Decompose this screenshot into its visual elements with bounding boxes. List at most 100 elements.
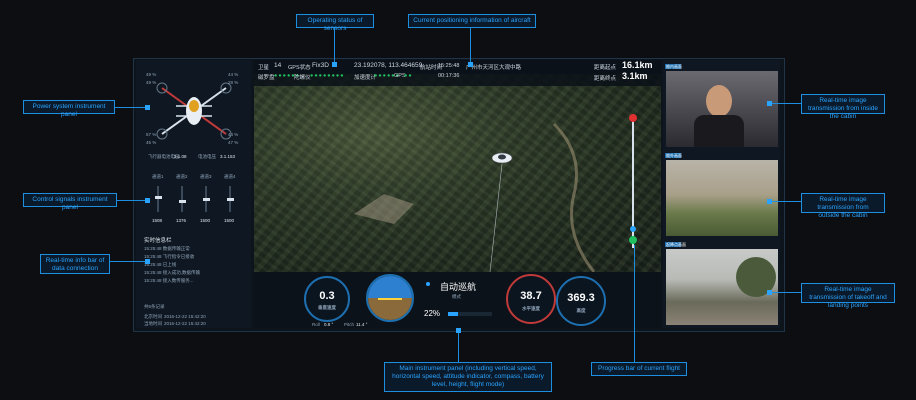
- cam2-header: [665, 153, 681, 158]
- channel-2-label: 通道2: [176, 174, 188, 179]
- distance2-value: 3.1km: [622, 71, 648, 81]
- callout-cam-takeoff: Real-time image transmission of takeoff …: [801, 283, 895, 309]
- sensor-status-dots: ●●●●●●: [274, 73, 300, 79]
- horizontal-speed-label: 水平速度: [522, 306, 540, 311]
- callout-main-panel: Main instrument panel (including vertica…: [384, 362, 552, 392]
- cam3-title: 起降点画面: [666, 242, 686, 247]
- progress-end-marker: [629, 236, 637, 244]
- callout-control: Control signals instrument panel: [23, 193, 117, 211]
- attitude-indicator: [366, 274, 414, 322]
- time2-label: 当地时间: [144, 321, 162, 326]
- channel-1-label: 通道1: [152, 174, 164, 179]
- pitch-value: 11.4 °: [356, 322, 368, 327]
- satellite-label: 卫星: [258, 65, 270, 71]
- battery-percent: 22%: [424, 309, 441, 318]
- battery-bar: [448, 312, 492, 316]
- gps-value: Fix3D: [312, 62, 329, 69]
- horizontal-speed-value: 38.7: [520, 290, 542, 302]
- sensor-compass: 磁罗盘: [258, 75, 275, 81]
- time-value: 15:25:48: [438, 63, 460, 69]
- flight-mode-title: 自动巡航: [440, 282, 477, 292]
- pitch-label: Pitch: [344, 322, 355, 327]
- time2-value: 2016-12-22 15:42:20: [164, 321, 206, 326]
- power-stat1-value: 3.1.08: [174, 154, 187, 159]
- aerial-map-view[interactable]: [254, 74, 661, 272]
- roll-label: Roll: [312, 322, 320, 327]
- channel-3-label: 通道3: [200, 174, 212, 179]
- cam2-title: 舱外画面: [666, 153, 682, 158]
- distance1-label: 距离起点: [594, 65, 617, 71]
- info-message: 15:25:48 数据传输正常: [144, 246, 190, 251]
- sensor-status-dots: ●●●●●●●●: [310, 73, 345, 79]
- drone-diagram-icon: [156, 82, 232, 140]
- info-title: 实时信息栏: [144, 238, 172, 244]
- vertical-speed-gauge: 0.3 垂直速度: [304, 276, 350, 322]
- callout-progress: Progress bar of current flight: [591, 362, 687, 376]
- cam1-header: [665, 64, 681, 69]
- distance2-label: 距离终点: [594, 76, 617, 82]
- time-label: 航站时间: [420, 65, 443, 71]
- vertical-speed-label: 垂直速度: [318, 305, 336, 310]
- distance1-value: 16.1km: [622, 60, 653, 70]
- sensor-status-dots: ●●: [404, 73, 413, 79]
- cam1-title: 舱内画面: [666, 64, 682, 69]
- power-br2: 47 %: [228, 140, 239, 145]
- status-topbar: 卫星 14 GPS状态 Fix3D 23.192078, 113.464659 …: [254, 60, 661, 86]
- channel-3-value: 1500: [200, 218, 211, 223]
- location-text: 广州市天河区大观中路: [466, 65, 522, 71]
- callout-positioning: Current positioning information of aircr…: [408, 14, 536, 28]
- left-panel: 49 % 49 % 44 % 28 % 57 % 45 % 44 % 47 % …: [136, 60, 251, 328]
- power-tl: 49 %: [146, 72, 157, 77]
- pilot-face-image: [706, 85, 732, 117]
- callout-cam-inside: Real-time image transmission from inside…: [801, 94, 885, 120]
- power-tl2: 49 %: [146, 80, 157, 85]
- cabin-inside-feed[interactable]: [666, 71, 778, 147]
- channel-2-slider: [178, 186, 186, 212]
- channel-1-slider: [154, 186, 162, 212]
- roll-value: 0.8 °: [324, 322, 334, 327]
- right-panel: 舱内画面 舱外画面 起降点画面: [663, 60, 780, 328]
- info-panel: 实时信息栏 15:25:48 数据传输正常 15:25:48 飞行指令已接收 1…: [142, 236, 246, 326]
- flight-mode-sub: 模式: [452, 294, 461, 299]
- power-stat2-value: 3.1.153: [220, 154, 236, 159]
- callout-power: Power system instrument panel: [23, 100, 115, 118]
- channel-3-slider: [202, 186, 210, 212]
- channel-2-value: 1376: [176, 218, 187, 223]
- time1-label: 北京时间: [144, 314, 162, 319]
- cabin-outside-feed[interactable]: [666, 160, 778, 236]
- channel-4-slider: [226, 186, 234, 212]
- horizontal-speed-gauge: 38.7 水平速度: [506, 274, 556, 324]
- vertical-speed-value: 0.3: [319, 290, 335, 302]
- info-footer: 共5条记录: [144, 304, 165, 309]
- time2-value: 00:17:36: [438, 73, 460, 79]
- info-message: 15:25:48 已上线: [144, 262, 177, 267]
- power-tr: 44 %: [228, 72, 239, 77]
- control-panel: 通道1 通道2 通道3 通道4 1508 1376 1500 1500: [146, 172, 242, 230]
- info-message: 15:25:48 接入数传服务...: [144, 278, 194, 283]
- takeoff-point-feed[interactable]: [666, 249, 778, 325]
- sensor-gyro: 陀螺仪: [294, 75, 311, 81]
- channel-4-value: 1500: [224, 218, 235, 223]
- info-message: 15:25:48 接入成功,数据传输: [144, 270, 201, 275]
- gps-label: GPS状态: [288, 65, 311, 71]
- callout-info: Real-time info bar of data connection: [40, 254, 110, 274]
- power-stat2-label: 电池电压: [198, 154, 216, 159]
- progress-start-marker: [629, 114, 637, 122]
- progress-current-marker[interactable]: [630, 225, 636, 232]
- sensor-status-dots: ●●●●●●: [374, 73, 400, 79]
- satellite-value: 14: [274, 62, 282, 69]
- height-gauge: 369.3 高度: [556, 276, 606, 326]
- channel-1-value: 1508: [152, 218, 163, 223]
- sensor-gps: GPS: [394, 73, 406, 79]
- callout-sensors: Operating status of sensors: [296, 14, 374, 32]
- info-message: 15:25:48 飞行指令已接收: [144, 254, 195, 259]
- channel-4-label: 通道4: [224, 174, 236, 179]
- time1-value: 2016-12-22 15:42:20: [164, 314, 206, 319]
- height-value: 369.3: [567, 292, 595, 304]
- power-bl: 57 %: [146, 132, 157, 137]
- power-br: 44 %: [228, 132, 239, 137]
- callout-cam-outside: Real-time image transmission from outsid…: [801, 193, 885, 219]
- coordinates: 23.192078, 113.464659: [354, 62, 423, 69]
- power-stat1-label: 飞行器电池电压: [148, 154, 180, 159]
- main-instrument-panel: 0.3 垂直速度 Roll 0.8 ° Pitch 11.4 ° 自动巡航 模式…: [254, 272, 661, 328]
